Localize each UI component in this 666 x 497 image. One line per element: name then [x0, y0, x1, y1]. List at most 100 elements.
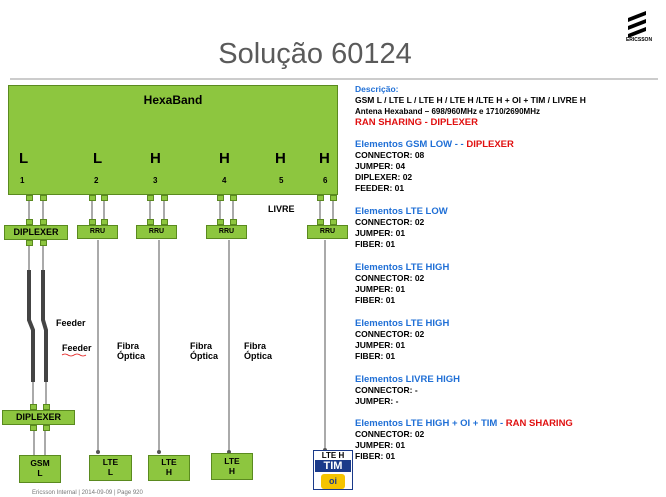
title-divider	[10, 78, 658, 80]
slide-title: Solução 60124	[218, 38, 412, 70]
fibra-word: Fibra	[117, 341, 140, 351]
fibra-label-2: Fibra Óptica	[117, 341, 145, 361]
feeder-label-2: Feeder	[62, 343, 92, 353]
band-label-6: H	[319, 150, 330, 167]
lte-l-line2: L	[107, 467, 114, 477]
group-gsm-low-title: Elementos GSM LOW - - DIPLEXER	[355, 139, 514, 150]
port-connector	[217, 195, 224, 201]
group-lte-low: Elementos LTE LOW CONNECTOR: 02 JUMPER: …	[355, 206, 448, 250]
optica-word: Óptica	[117, 351, 146, 361]
port-connector	[89, 219, 96, 225]
band-label-4: H	[219, 150, 230, 167]
lte-h-unit-3	[148, 455, 190, 481]
group-lte-high-2-line: CONNECTOR: 02	[355, 329, 425, 339]
hexaband-antenna	[8, 85, 338, 195]
port-connector	[43, 404, 50, 410]
band-label-3: H	[150, 150, 161, 167]
description-title: Descrição:	[355, 84, 399, 94]
group-livre-high-line: CONNECTOR: -	[355, 385, 418, 395]
diplexer-bottom	[2, 410, 75, 425]
port-connector	[161, 195, 168, 201]
diplexer-top-label: DIPLEXER	[13, 227, 59, 237]
lte-l-label: LTE L	[89, 457, 132, 477]
group-ran-title-red: RAN SHARING	[505, 418, 573, 429]
gsm-l-line1: GSM	[30, 458, 50, 468]
rru-4-label: RRU	[218, 228, 235, 235]
gsm-l-label: GSM L	[19, 458, 61, 478]
rru-3-label: RRU	[148, 228, 165, 235]
group-lte-high-1-line: CONNECTOR: 02	[355, 273, 425, 283]
gsm-l-unit	[19, 455, 61, 483]
group-lte-high-ran-sharing: Elementos LTE HIGH + OI + TIM - RAN SHAR…	[355, 418, 573, 462]
lte-h-3-line1: LTE	[161, 457, 177, 467]
port-connector	[101, 219, 108, 225]
port-number-5: 5	[279, 176, 284, 185]
feeder-label-1: Feeder	[56, 318, 86, 328]
rru-2	[77, 225, 118, 239]
port-connector	[101, 195, 108, 201]
group-livre-high: Elementos LIVRE HIGH CONNECTOR: - JUMPER…	[355, 374, 460, 407]
port-number-1: 1	[20, 176, 25, 185]
port-number-6: 6	[323, 176, 328, 185]
lte-h-4-line2: H	[228, 466, 236, 476]
group-lte-low-line: FIBER: 01	[355, 239, 396, 249]
group-livre-high-line: JUMPER: -	[355, 396, 399, 406]
group-lte-high-1-line: FIBER: 01	[355, 295, 396, 305]
port-connector	[217, 219, 224, 225]
group-gsm-low-title-text: Elementos GSM LOW - -	[355, 139, 464, 150]
band-label-2: L	[93, 150, 103, 167]
lte-h-4-line1: LTE	[224, 456, 240, 466]
rru-4	[206, 225, 247, 239]
port-connector	[330, 195, 337, 201]
fibra-label-4: Fibra Óptica	[244, 341, 272, 361]
port-connector	[147, 219, 154, 225]
hexaband-label: HexaBand	[143, 93, 203, 107]
port-connector	[40, 195, 47, 201]
slide-footer: Ericsson Internal | 2014-09-09 | Page 92…	[32, 490, 143, 496]
group-lte-low-line: CONNECTOR: 02	[355, 217, 425, 227]
port-connector	[26, 219, 33, 225]
band-label-5: H	[275, 150, 286, 167]
port-number-4: 4	[222, 176, 227, 185]
group-lte-low-title: Elementos LTE LOW	[355, 206, 448, 217]
port-connector	[30, 425, 37, 431]
description-line-3: RAN SHARING - DIPLEXER	[355, 117, 478, 128]
port-connector	[30, 404, 37, 410]
fibra-word: Fibra	[190, 341, 213, 351]
oi-logo-icon: oi	[321, 474, 345, 489]
port-connector	[89, 195, 96, 201]
port-connector	[40, 240, 47, 246]
group-gsm-low-line: CONNECTOR: 08	[355, 150, 425, 160]
ericsson-logo-icon	[628, 11, 646, 38]
group-lte-high-2-line: FIBER: 01	[355, 351, 396, 361]
group-gsm-low-line: FEEDER: 01	[355, 183, 405, 193]
group-lte-high-1-title: Elementos LTE HIGH	[355, 262, 450, 273]
diplexer-bottom-label: DIPLEXER	[15, 412, 61, 422]
port-connector	[43, 425, 50, 431]
port-connector	[40, 219, 47, 225]
group-gsm-low-line: JUMPER: 04	[355, 161, 406, 171]
group-ran-title-text: Elementos LTE HIGH + OI + TIM -	[355, 418, 504, 429]
optica-word: Óptica	[190, 351, 219, 361]
group-lte-high-ran-sharing-line: JUMPER: 01	[355, 440, 406, 450]
group-lte-high-ran-sharing-line: FIBER: 01	[355, 451, 396, 461]
lte-h-4-label: LTE H	[211, 456, 253, 476]
group-livre-high-title: Elementos LIVRE HIGH	[355, 374, 461, 385]
port-connector	[26, 240, 33, 246]
port-connector	[230, 195, 237, 201]
logo-wordmark: ERICSSON	[625, 37, 653, 43]
livre-label: LIVRE	[268, 204, 295, 214]
tim-logo-icon: TIM	[315, 460, 351, 472]
lte-h-tim-label: LTE H	[321, 451, 345, 460]
fibra-label-3: Fibra Óptica	[190, 341, 218, 361]
rru-2-label: RRU	[89, 228, 106, 235]
band-label-1: L	[19, 150, 29, 167]
port-number-2: 2	[94, 176, 99, 185]
group-gsm-low: Elementos GSM LOW - - DIPLEXER CONNECTOR…	[355, 139, 514, 194]
lte-h-3-label: LTE H	[148, 457, 190, 477]
group-lte-high-2: Elementos LTE HIGH CONNECTOR: 02 JUMPER:…	[355, 318, 449, 362]
description-block: Descrição: GSM L / LTE L / LTE H / LTE H…	[355, 84, 586, 128]
diplexer-top	[4, 225, 68, 240]
group-lte-high-1: Elementos LTE HIGH CONNECTOR: 02 JUMPER:…	[355, 262, 449, 306]
group-gsm-low-title-red: DIPLEXER	[466, 139, 514, 150]
